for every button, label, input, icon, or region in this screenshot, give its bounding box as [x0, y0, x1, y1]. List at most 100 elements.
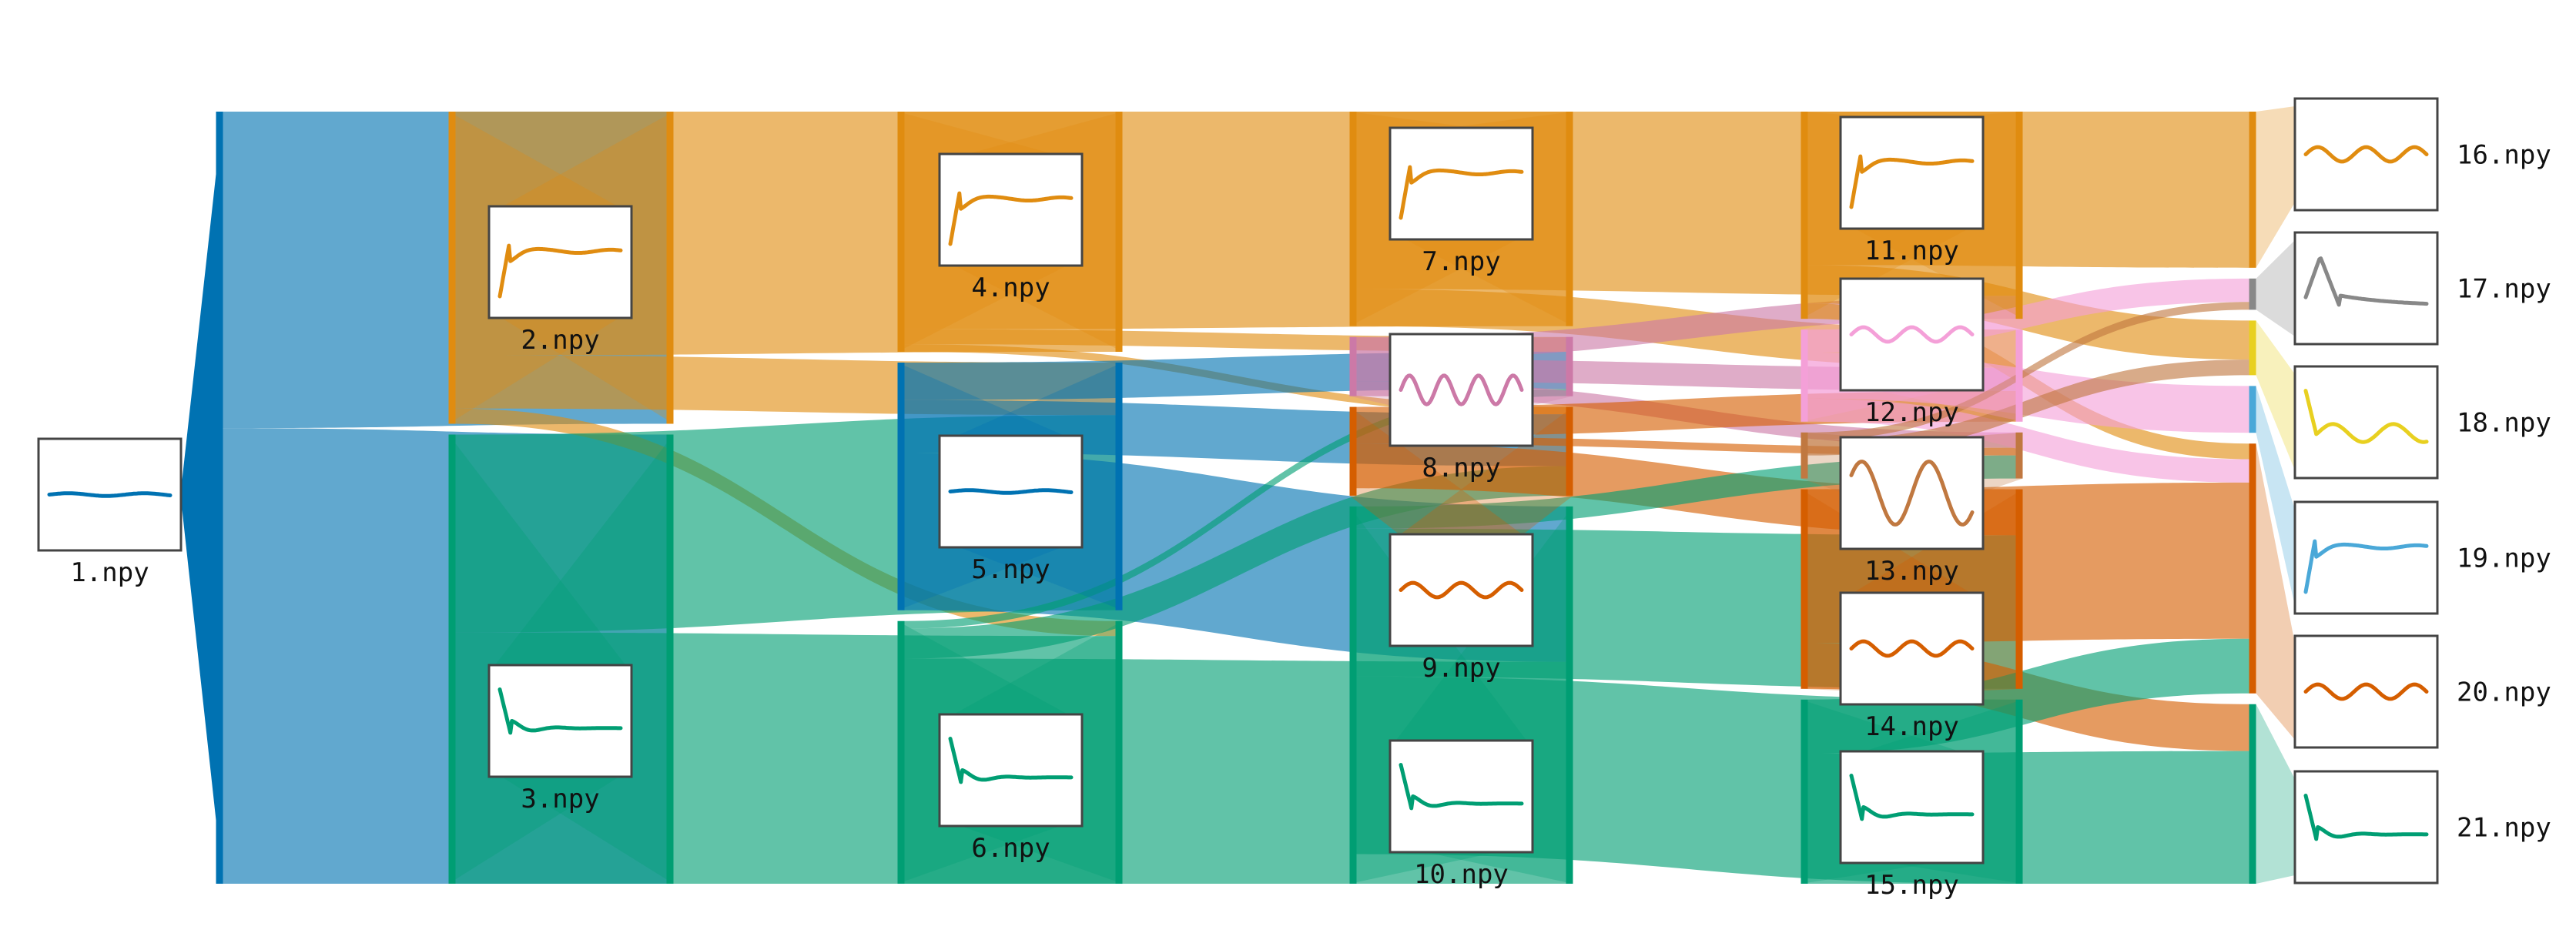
- bar-in-19: [2249, 386, 2256, 433]
- node-bar-layer: [216, 112, 2256, 884]
- bar-out-5: [897, 363, 905, 610]
- bar-in-16: [2249, 112, 2256, 268]
- bar-out-15: [1801, 699, 1808, 884]
- bar-in-21: [2249, 704, 2256, 884]
- thumbnail-2: 2.npy: [487, 205, 633, 356]
- link-13-to-17: [1807, 302, 2249, 440]
- sparkline-6: [948, 737, 1074, 784]
- thumbnail-1: 1.npy: [37, 437, 183, 588]
- node-label-18: 18.npy: [2457, 408, 2551, 439]
- bar-in-11: [2015, 112, 2023, 319]
- fan-out-1: [181, 112, 223, 884]
- bar-out-4: [897, 112, 905, 352]
- sparkline-20: [2303, 682, 2429, 701]
- node-label-17: 17.npy: [2457, 274, 2551, 305]
- bar-in-3: [666, 434, 674, 884]
- node-label-21: 21.npy: [2457, 813, 2551, 844]
- thumbnail-21: 21.npy: [2293, 770, 2551, 885]
- bar-in-14: [2015, 489, 2023, 689]
- thumbnail-frame-19: [2293, 500, 2439, 615]
- sparkline-11: [1849, 154, 1975, 209]
- link-15-to-20: [1807, 638, 2249, 754]
- link-6-to-9: [904, 466, 1566, 659]
- bar-out-12: [1801, 329, 1808, 422]
- bar-in-6: [1115, 620, 1123, 884]
- thumbnail-8: 8.npy: [1388, 333, 1534, 483]
- sparkline-13: [1849, 460, 1975, 527]
- node-label-20: 20.npy: [2457, 677, 2551, 708]
- sparkline-18: [2303, 389, 2429, 444]
- sparkline-10: [1399, 763, 1524, 811]
- node-label-8: 8.npy: [1422, 453, 1500, 483]
- thumbnail-frame-9: [1388, 533, 1534, 647]
- node-label-10: 10.npy: [1414, 859, 1509, 890]
- thumbnail-7: 7.npy: [1388, 126, 1534, 277]
- thumbnail-3: 3.npy: [487, 664, 633, 814]
- thumbnail-frame-20: [2293, 634, 2439, 749]
- bar-out-2: [448, 112, 456, 424]
- thumbnail-frame-16: [2293, 97, 2439, 212]
- sparkline-5: [948, 488, 1074, 495]
- fan-in-16: [2256, 106, 2295, 268]
- thumbnail-frame-4: [938, 152, 1084, 267]
- node-label-16: 16.npy: [2457, 140, 2551, 171]
- bar-out-3: [448, 434, 456, 884]
- bar-out-14: [1801, 489, 1808, 689]
- node-label-2: 2.npy: [521, 325, 599, 356]
- sparkline-2: [497, 243, 623, 299]
- node-label-7: 7.npy: [1422, 246, 1500, 277]
- thumbnail-6: 6.npy: [938, 713, 1084, 864]
- thumbnail-17: 17.npy: [2293, 231, 2551, 346]
- node-label-3: 3.npy: [521, 784, 599, 814]
- thumbnail-14: 14.npy: [1839, 591, 1985, 742]
- bar-out-7: [1349, 112, 1357, 326]
- thumbnail-frame-8: [1388, 333, 1534, 447]
- node-label-15: 15.npy: [1864, 870, 1959, 901]
- sparkline-1: [47, 491, 173, 498]
- sparkline-3: [497, 687, 623, 735]
- node-label-11: 11.npy: [1864, 236, 1959, 266]
- sparkline-15: [1849, 774, 1975, 821]
- node-label-1: 1.npy: [70, 557, 149, 588]
- node-label-14: 14.npy: [1864, 711, 1959, 742]
- node-label-5: 5.npy: [971, 554, 1050, 585]
- bar-in-5: [1115, 363, 1123, 610]
- thumbnail-18: 18.npy: [2293, 365, 2551, 480]
- thumbnail-15: 15.npy: [1839, 750, 1985, 901]
- bar-out-9: [1349, 406, 1357, 496]
- thumbnail-16: 16.npy: [2293, 97, 2551, 212]
- sparkline-21: [2303, 794, 2429, 841]
- node-label-4: 4.npy: [971, 273, 1050, 303]
- node-label-9: 9.npy: [1422, 653, 1500, 684]
- thumbnail-frame-11: [1839, 115, 1985, 230]
- thumbnail-13: 13.npy: [1839, 436, 1985, 587]
- bar-in-8: [1566, 336, 1573, 396]
- thumbnail-9: 9.npy: [1388, 533, 1534, 684]
- bar-out-11: [1801, 112, 1808, 319]
- thumbnail-frame-18: [2293, 365, 2439, 480]
- bar-in-17: [2249, 278, 2256, 310]
- bar-out-1: [216, 112, 223, 884]
- bar-out-8: [1349, 336, 1357, 396]
- thumbnail-frame-12: [1839, 277, 1985, 392]
- thumbnail-10: 10.npy: [1388, 739, 1534, 890]
- sparkline-8: [1399, 373, 1524, 406]
- thumbnail-4: 4.npy: [938, 152, 1084, 303]
- bar-in-7: [1566, 112, 1573, 326]
- sparkline-9: [1399, 580, 1524, 600]
- sparkline-4: [948, 191, 1074, 246]
- thumbnail-layer: 1.npy 2.npy 3.npy 4.npy 5.npy 6.npy 7.npy 8.npy…: [37, 97, 2551, 901]
- thumbnail-frame-7: [1388, 126, 1534, 241]
- bar-in-12: [2015, 329, 2023, 422]
- thumbnail-12: 12.npy: [1839, 277, 1985, 428]
- thumbnail-frame-17: [2293, 231, 2439, 346]
- bar-in-15: [2015, 699, 2023, 884]
- node-label-13: 13.npy: [1864, 556, 1959, 587]
- sparkline-16: [2303, 145, 2429, 164]
- sparkline-17: [2303, 256, 2429, 307]
- thumbnail-5: 5.npy: [938, 434, 1084, 585]
- bar-out-13: [1801, 432, 1808, 479]
- fan-in-19: [2256, 386, 2295, 606]
- bar-in-4: [1115, 112, 1123, 352]
